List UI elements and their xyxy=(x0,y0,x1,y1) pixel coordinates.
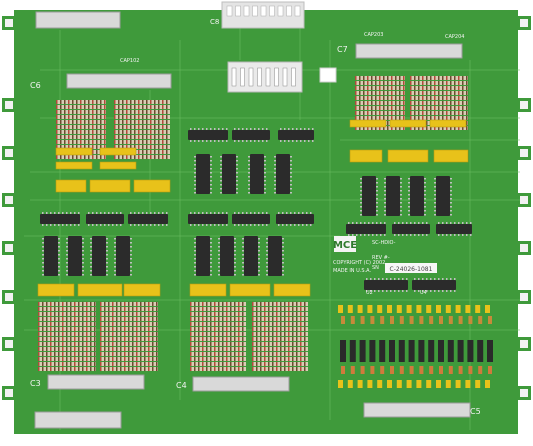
label-cap204: CAP204 xyxy=(445,34,464,40)
copyright-line: COPYRIGHT (C) 2002 xyxy=(333,260,385,266)
made-in-usa: MADE IN U.S.A. xyxy=(333,268,371,274)
yellow-capacitors xyxy=(37,119,490,388)
mce-logo-plate xyxy=(334,236,356,252)
qr-code-marker xyxy=(319,67,337,83)
label-u2: U2 xyxy=(366,290,373,296)
label-cap102: CAP102 xyxy=(120,58,139,64)
resistor-banks xyxy=(38,76,468,371)
ribbon-connector-top-left xyxy=(35,11,121,29)
part-number: SC-HDIO- xyxy=(372,240,396,246)
serial-number: C-24026-1081 xyxy=(390,266,433,273)
label-c8: C8 xyxy=(210,18,219,26)
rev-label: REV #- xyxy=(372,255,390,261)
mounting-tabs xyxy=(2,16,531,400)
ribbon-connector-c3 xyxy=(47,374,145,390)
transistor-arrays xyxy=(340,316,493,374)
mce-logo: MCE xyxy=(333,240,357,251)
label-c7: C7 xyxy=(337,45,348,54)
sn-label: SN xyxy=(372,265,379,271)
label-c6: C6 xyxy=(30,81,41,90)
board-connectors xyxy=(34,1,471,429)
ribbon-connector-c5 xyxy=(363,402,471,418)
label-c5: C5 xyxy=(470,407,481,416)
jumper-block xyxy=(227,61,303,93)
ic-chips xyxy=(40,128,472,292)
ribbon-connector-c6 xyxy=(66,73,172,89)
silkscreen-labels: MCE SC-HDIO- COPYRIGHT (C) 2002 MADE IN … xyxy=(30,18,481,416)
label-u4: U4 xyxy=(420,290,427,296)
label-c4: C4 xyxy=(176,381,187,390)
label-c3: C3 xyxy=(30,379,41,388)
ribbon-connector-bottom-left xyxy=(34,411,122,429)
serial-sticker xyxy=(385,263,437,273)
ribbon-connector-c7 xyxy=(355,43,463,59)
label-cap203: CAP203 xyxy=(364,32,383,38)
ribbon-connector-c4 xyxy=(192,376,290,392)
